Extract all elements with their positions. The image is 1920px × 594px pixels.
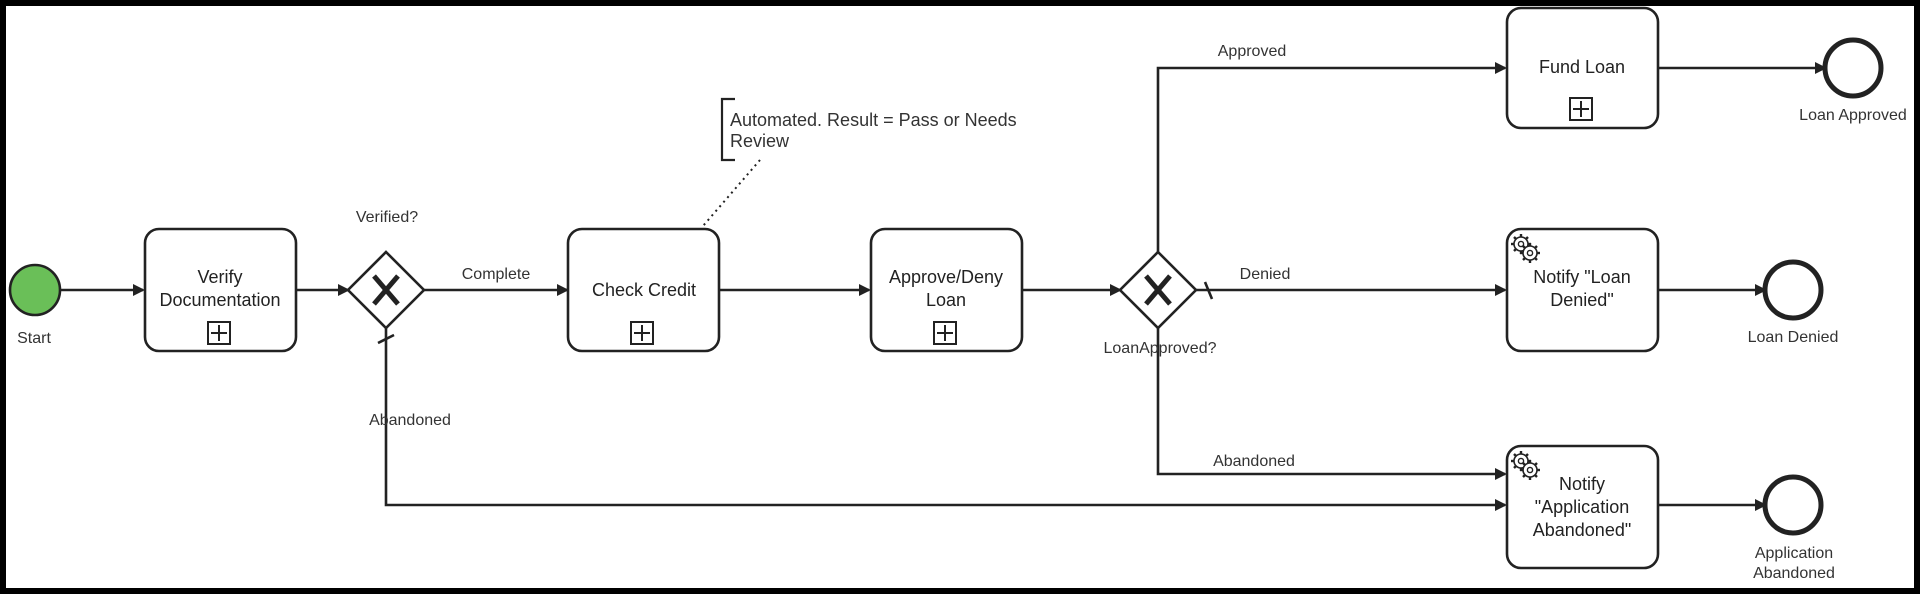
flow-label-approved: Approved [1218, 43, 1287, 60]
gateway-verified-label: Verified? [356, 209, 418, 226]
flow-label-denied: Denied [1240, 266, 1291, 283]
annotation-line2: Review [730, 131, 790, 151]
gateway-loan-approved[interactable] [1118, 250, 1198, 330]
gateway-loan-approved-label: LoanApproved? [1104, 340, 1217, 357]
verify-label-line1: Verify [197, 267, 242, 287]
subprocess-plus-icon [933, 321, 957, 345]
approve-label-line2: Loan [926, 290, 966, 310]
end-event-loan-denied[interactable] [1762, 259, 1824, 321]
approve-label-line1: Approve/Deny [889, 267, 1003, 287]
notify-denied-label-line1: Notify "Loan [1533, 267, 1630, 287]
flow-label-complete: Complete [462, 266, 531, 283]
flow-approved-to-fund-loan[interactable] [1156, 62, 1507, 252]
flow-label-abandoned-loan: Abandoned [1213, 453, 1295, 470]
text-annotation[interactable]: Automated. Result = Pass or Needs Review [702, 97, 1017, 227]
start-event[interactable] [8, 263, 62, 317]
subprocess-plus-icon [207, 321, 231, 345]
notify-abandoned-label-line2: "Application [1535, 497, 1629, 517]
annotation-line1: Automated. Result = Pass or Needs [730, 110, 1017, 130]
flow-denied-default-marker [1203, 281, 1214, 300]
task-approve-deny-loan[interactable]: Approve/Deny Loan [869, 227, 1024, 353]
task-notify-loan-denied[interactable]: Notify "Loan Denied" [1505, 227, 1660, 353]
task-check-credit[interactable]: Check Credit [566, 227, 721, 353]
subprocess-plus-icon [630, 321, 654, 345]
sequence-flows [60, 62, 1827, 511]
flow-abandoned-default-marker [377, 333, 395, 345]
end-loan-approved-label: Loan Approved [1799, 107, 1907, 124]
flow-abandoned-verify-to-notify[interactable] [384, 328, 1507, 511]
end-event-application-abandoned[interactable] [1762, 474, 1824, 536]
notify-denied-label-line2: Denied" [1550, 290, 1613, 310]
end-loan-denied-label: Loan Denied [1748, 329, 1839, 346]
end-app-abandoned-label-line1: Application [1755, 545, 1833, 562]
verify-label-line2: Documentation [159, 290, 280, 310]
check-credit-label: Check Credit [592, 280, 696, 300]
end-event-loan-approved[interactable] [1822, 37, 1884, 99]
task-verify-documentation[interactable]: Verify Documentation [143, 227, 298, 353]
exclusive-x-icon [372, 274, 400, 306]
notify-abandoned-label-line3: Abandoned" [1533, 520, 1631, 540]
flow-abandoned-loan-to-notify[interactable] [1156, 328, 1507, 480]
notify-abandoned-label-line1: Notify [1559, 474, 1605, 494]
flow-label-abandoned-verify: Abandoned [369, 412, 451, 429]
end-app-abandoned-label-line2: Abandoned [1753, 565, 1835, 582]
exclusive-x-icon [1144, 274, 1172, 306]
start-label: Start [17, 330, 51, 347]
gateway-verified[interactable] [346, 250, 426, 330]
fund-loan-label: Fund Loan [1539, 57, 1625, 77]
subprocess-plus-icon [1569, 97, 1593, 121]
task-notify-application-abandoned[interactable]: Notify "Application Abandoned" [1505, 444, 1660, 570]
task-fund-loan[interactable]: Fund Loan [1505, 6, 1660, 130]
